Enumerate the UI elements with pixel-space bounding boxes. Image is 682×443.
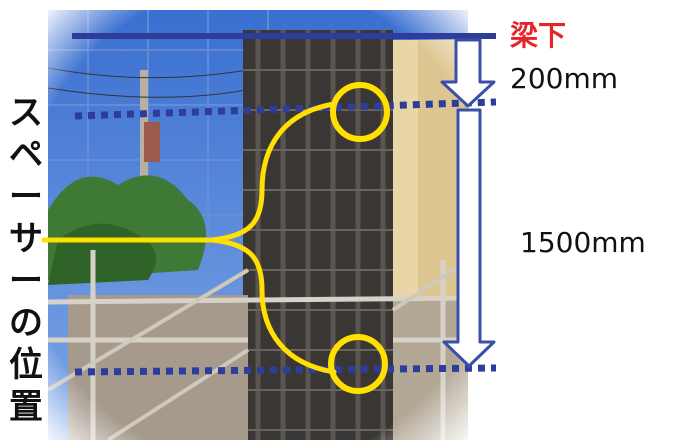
label-char: サ	[9, 219, 43, 259]
dimension-label-200: 200mm	[510, 62, 618, 95]
construction-photo	[48, 10, 468, 440]
label-char: 置	[9, 387, 43, 427]
label-char: 位	[9, 345, 43, 385]
dimension-label-1500: 1500mm	[520, 226, 646, 259]
lower-spacer-dotted-line	[74, 364, 497, 376]
lower-spacer-circle	[328, 334, 388, 394]
upper-spacer-dotted-line	[74, 98, 497, 120]
spacer-position-label: ス ペ ー サ ー の 位 置	[6, 92, 46, 428]
beam-bottom-label: 梁下	[510, 19, 567, 52]
dimension-arrow-1500	[442, 108, 496, 368]
label-char: ペ	[9, 135, 43, 175]
label-char: ス	[9, 93, 43, 133]
dimension-arrow-200	[440, 38, 496, 108]
label-char: ー	[9, 177, 43, 217]
label-char: の	[9, 303, 43, 343]
label-char: ー	[9, 261, 43, 301]
spacer-bracket	[41, 101, 337, 375]
upper-spacer-circle	[330, 82, 390, 142]
